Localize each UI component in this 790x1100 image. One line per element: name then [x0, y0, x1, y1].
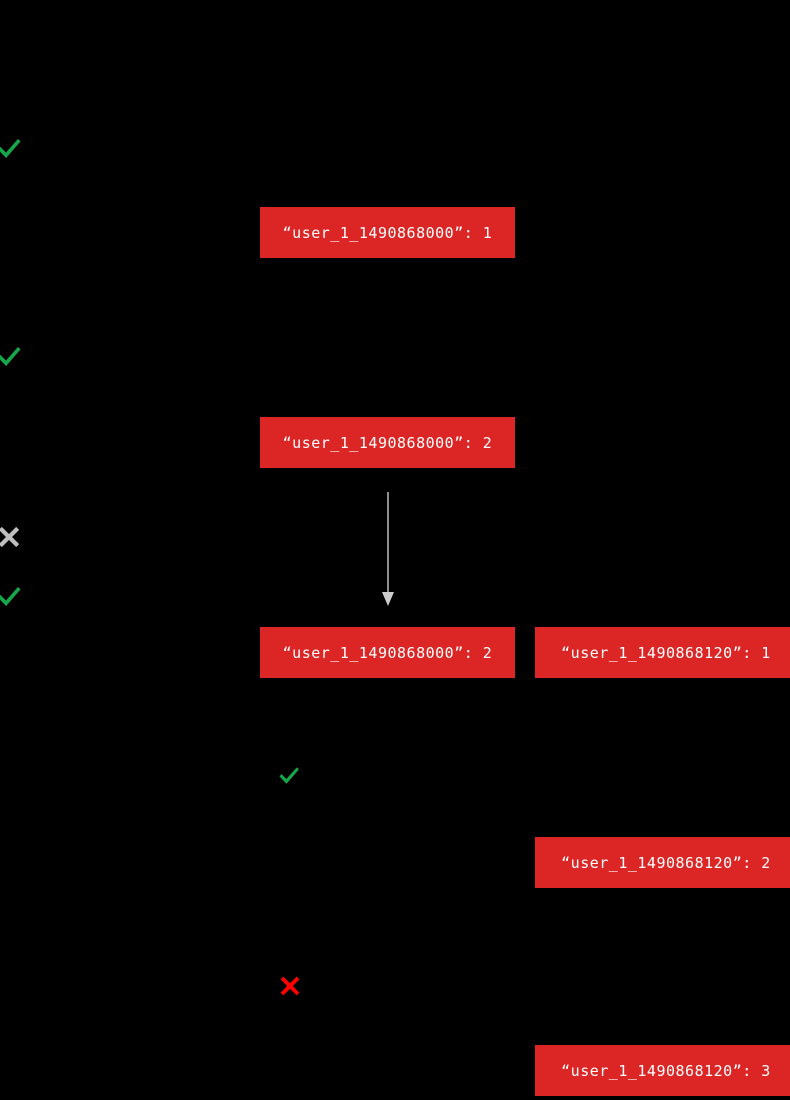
arrow-down-icon	[381, 492, 395, 606]
kv-box: “user_1_1490868120”: 1	[535, 627, 790, 678]
check-icon	[276, 763, 302, 789]
cross-icon	[0, 524, 22, 550]
kv-box: “user_1_1490868000”: 2	[260, 417, 515, 468]
kv-box: “user_1_1490868120”: 2	[535, 837, 790, 888]
kv-box: “user_1_1490868000”: 1	[260, 207, 515, 258]
check-icon	[0, 134, 24, 164]
check-icon	[0, 582, 24, 612]
kv-box: “user_1_1490868000”: 2	[260, 627, 515, 678]
cross-icon	[278, 974, 302, 998]
kv-box: “user_1_1490868120”: 3	[535, 1045, 790, 1096]
check-icon	[0, 342, 24, 372]
